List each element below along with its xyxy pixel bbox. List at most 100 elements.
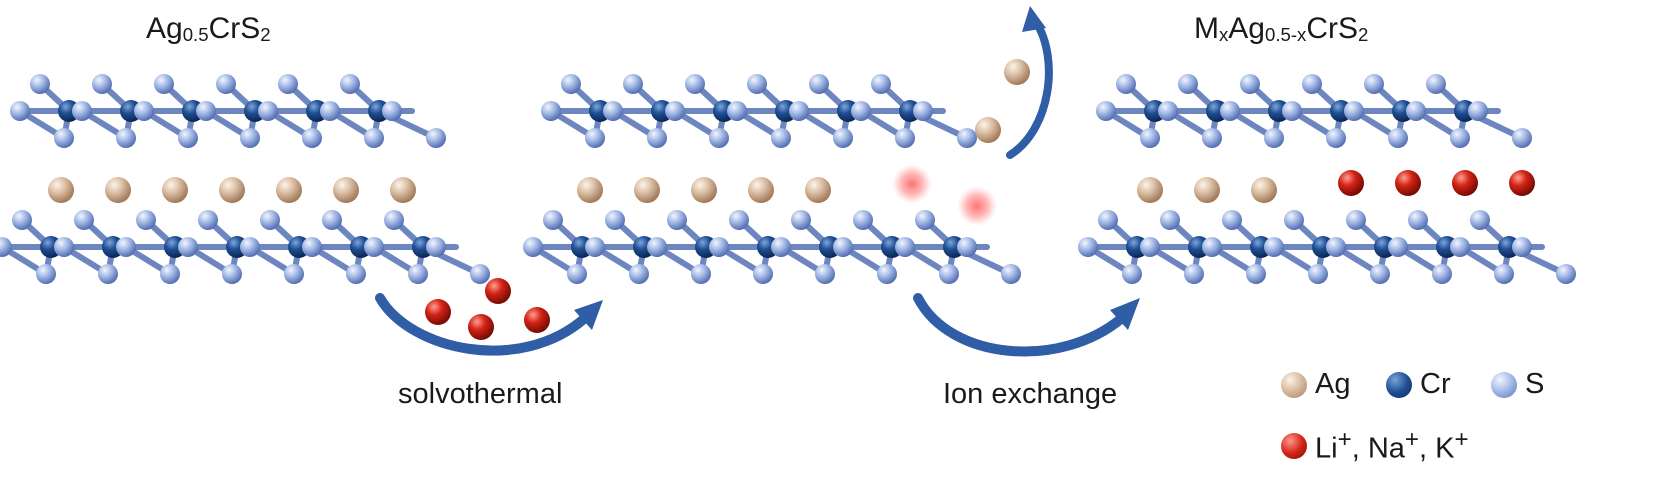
ag-ion-leaving [975, 117, 1001, 143]
s-atom [1264, 237, 1284, 257]
s-atom [1432, 264, 1452, 284]
pristine-formula: Ag0.5CrS2 [146, 12, 271, 45]
s-atom [1302, 74, 1322, 94]
s-atom [1158, 101, 1178, 121]
s-atom [10, 101, 30, 121]
s-atom [340, 74, 360, 94]
ag-ion [219, 177, 245, 203]
ag-ion [748, 177, 774, 203]
s-atom [1116, 74, 1136, 94]
s-atom [851, 101, 871, 121]
legend-label-s: S [1525, 368, 1545, 400]
crs2-slab [523, 210, 1021, 284]
s-atom [791, 210, 811, 230]
s-atom [771, 237, 791, 257]
ag-leaving-arrow [1006, 18, 1053, 159]
s-atom [523, 237, 543, 257]
s-atom [647, 128, 667, 148]
s-atom [915, 210, 935, 230]
alkali-ion [1338, 170, 1364, 196]
ag-ion [691, 177, 717, 203]
ag-ion-leaving [1004, 59, 1030, 85]
ag-leaving-arrowhead [1022, 6, 1046, 32]
s-atom [853, 210, 873, 230]
s-atom [54, 128, 74, 148]
s-atom [1364, 74, 1384, 94]
s-atom [1344, 101, 1364, 121]
s-atom [1470, 210, 1490, 230]
s-atom [470, 264, 490, 284]
s-atom [160, 264, 180, 284]
s-atom [623, 74, 643, 94]
ag-ion [333, 177, 359, 203]
legend-item-ag: Ag [1281, 368, 1350, 401]
s-atom [178, 128, 198, 148]
s-atom [408, 264, 428, 284]
s-atom [178, 237, 198, 257]
alkali-ion-icon [1281, 432, 1307, 459]
alkali-ion [1509, 170, 1535, 196]
crs2-slab [541, 74, 977, 148]
s-atom [1388, 237, 1408, 257]
s-atom [1282, 101, 1302, 121]
ag-ion [577, 177, 603, 203]
ag-ion [1137, 177, 1163, 203]
s-atom [36, 264, 56, 284]
s-atom [561, 74, 581, 94]
s-atom [426, 237, 446, 257]
alkali-ion-solution [524, 307, 550, 333]
s-atom [809, 74, 829, 94]
s-atom [585, 237, 605, 257]
s-atom [1264, 128, 1284, 148]
s-atom [1096, 101, 1116, 121]
alkali-ion-solution [485, 278, 511, 304]
ag-ion [1194, 177, 1220, 203]
s-atom [1202, 128, 1222, 148]
s-atom [1078, 237, 1098, 257]
s-atom [1202, 237, 1222, 257]
s-atom [603, 101, 623, 121]
s-atom [302, 128, 322, 148]
s-atom [74, 210, 94, 230]
s-atom [364, 128, 384, 148]
solvothermal-arrowhead [574, 300, 603, 330]
s-atom [260, 210, 280, 230]
s-atom [685, 74, 705, 94]
s-atom [322, 210, 342, 230]
s-atom [957, 128, 977, 148]
legend-item-ions: Li+, Na+, K+ [1281, 426, 1469, 466]
s-atom [1370, 264, 1390, 284]
ag-atom-icon [1281, 371, 1307, 398]
s-atom [709, 128, 729, 148]
s-atom [877, 264, 897, 284]
s-atom [1240, 74, 1260, 94]
s-atom [727, 101, 747, 121]
s-atom [426, 128, 446, 148]
s-atom [789, 101, 809, 121]
ag-ion [634, 177, 660, 203]
crs2-slab [1078, 210, 1576, 284]
crystal-layers [0, 74, 1576, 284]
s-atom [1450, 237, 1470, 257]
s-atom [1160, 210, 1180, 230]
s-atom [198, 210, 218, 230]
s-atom [258, 101, 278, 121]
ag-ion [276, 177, 302, 203]
s-atom [629, 264, 649, 284]
s-atom [0, 237, 12, 257]
s-atom [939, 264, 959, 284]
s-atom [1426, 74, 1446, 94]
s-atom [1468, 101, 1488, 121]
s-atom [1512, 237, 1532, 257]
s-atom [567, 264, 587, 284]
alkali-ion-solution [468, 314, 494, 340]
s-atom [302, 237, 322, 257]
s-atom [585, 128, 605, 148]
interlayer-ions [48, 59, 1535, 340]
ion-exchange-arrowhead [1110, 298, 1140, 330]
s-atom [833, 128, 853, 148]
s-atom [1122, 264, 1142, 284]
s-atom [1388, 128, 1408, 148]
s-atom [346, 264, 366, 284]
